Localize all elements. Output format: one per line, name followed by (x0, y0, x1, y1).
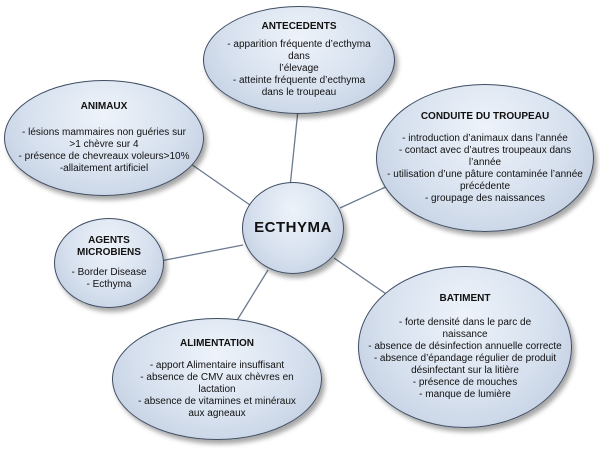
batiment-title: BATIMENT (439, 293, 491, 304)
agents-title-line1: AGENTS (88, 235, 130, 246)
link-batiment (333, 257, 393, 299)
batiment-line: - absence d’épandage régulier de produit (373, 353, 557, 364)
antecedents-line: l’élevage (279, 63, 319, 74)
antecedents-title: ANTECEDENTS (261, 21, 337, 32)
antecedents-line: - apparition fréquente d’ecthyma dans (227, 39, 371, 62)
animaux-line: -allaitement artificiel (59, 163, 149, 174)
bubble-conduite-du-troupeau: CONDUITE DU TROUPEAU - introduction d’an… (376, 84, 594, 232)
conduite-line: - introduction d’animaux dans l’année (402, 133, 568, 144)
batiment-line: naissance (442, 329, 488, 340)
agents-line: - Border Disease (71, 267, 147, 278)
conduite-line: - utilisation d’une pâture contaminée l’… (387, 169, 583, 180)
conduite-line: l’année (468, 157, 502, 168)
link-alimentation (235, 269, 269, 323)
batiment-line: - présence de mouches (412, 377, 518, 388)
alimentation-line: - absence de vitamines et minéraux (138, 396, 296, 407)
link-conduite (339, 184, 391, 209)
conduite-line: - contact avec d’autres troupeaux dans (398, 145, 572, 156)
antecedents-line: - atteinte fréquente d’ecthyma (232, 75, 366, 86)
agents-line: - Ecthyma (86, 279, 132, 290)
animaux-line: >1 chèvre sur 4 (69, 139, 139, 150)
link-agents (149, 244, 244, 264)
center-title: ECTHYMA (254, 219, 332, 236)
alimentation-line: - absence de CMV aux chèvres en (140, 372, 294, 383)
batiment-line: - absence de désinfection annuelle corre… (368, 341, 562, 352)
antecedents-line: dans le troupeau (261, 87, 337, 98)
batiment-line: - manque de lumière (419, 389, 511, 400)
alimentation-line: lactation (198, 384, 236, 395)
conduite-line: précédente (459, 181, 511, 192)
conduite-title: CONDUITE DU TROUPEAU (420, 111, 550, 122)
batiment-line: - forte densité dans le parc de (398, 317, 532, 328)
bubble-alimentation: ALIMENTATION - apport Alimentaire insuff… (112, 318, 322, 440)
bubble-antecedents: ANTECEDENTS - apparition fréquente d’ect… (203, 6, 395, 114)
batiment-line: désinfectant sur la litière (411, 365, 519, 376)
conduite-line: - groupage des naissances (424, 193, 546, 204)
bubble-agents-microbiens: AGENTS MICROBIENS - Border Disease - Ect… (54, 218, 164, 308)
link-antecedents (289, 109, 299, 188)
bubble-ecthyma-center: ECTHYMA (242, 182, 344, 274)
alimentation-title: ALIMENTATION (179, 338, 255, 349)
alimentation-line: - apport Alimentaire insuffisant (149, 360, 285, 371)
alimentation-line: aux agneaux (188, 408, 246, 419)
animaux-title: ANIMAUX (80, 101, 128, 112)
animaux-line: - présence de chevreaux voleurs>10% (18, 151, 190, 162)
animaux-line: - lésions mammaires non guéries sur (22, 127, 186, 138)
agents-title-line2: MICROBIENS (77, 247, 141, 258)
bubble-animaux: ANIMAUX - lésions mammaires non guéries … (4, 80, 204, 196)
bubble-batiment: BATIMENT - forte densité dans le parc de… (358, 266, 572, 428)
